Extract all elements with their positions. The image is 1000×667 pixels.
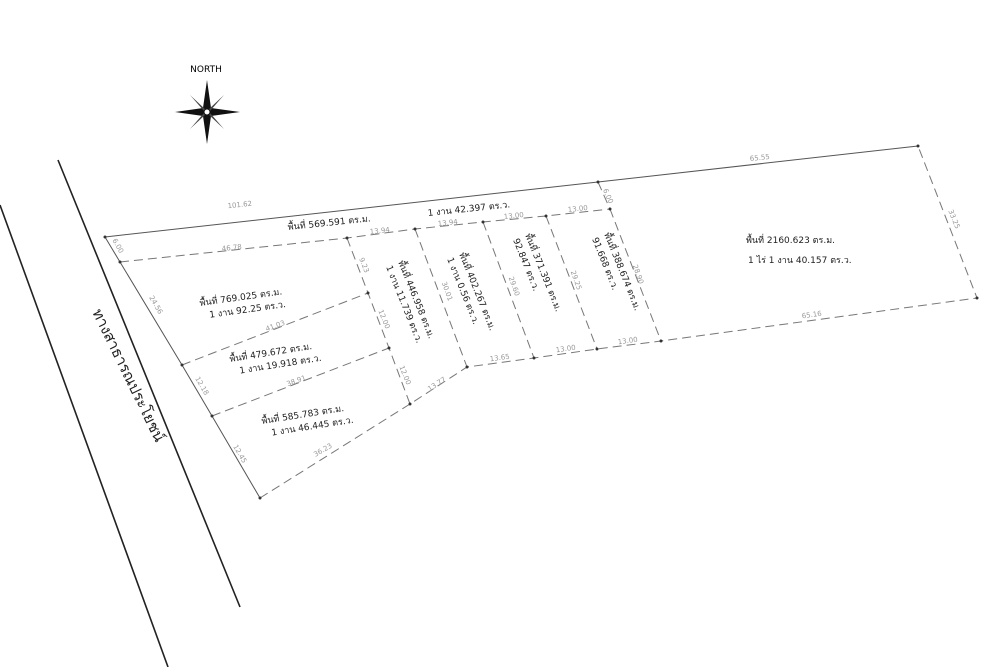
dimension-label: 28.90 <box>631 264 645 286</box>
dimension-label: 6.00 <box>110 237 125 255</box>
lot-4: พื้นที่ 446.958 ตร.ม. 1 งาน 11.739 ตร.ว. <box>383 258 438 345</box>
dimension-label: 101.62 <box>227 200 252 211</box>
lot-area-thai: 1 ไร่ 1 งาน 40.157 ตร.ว. <box>748 255 852 266</box>
lot-area-sqm: พื้นที่ 2160.623 ตร.ม. <box>746 233 835 246</box>
dimension-label: 65.16 <box>801 310 822 321</box>
north-label: NORTH <box>190 65 222 75</box>
dimension-label: 29.25 <box>569 270 583 292</box>
road-edge-west <box>0 204 169 667</box>
lot-2: พื้นที่ 479.672 ตร.ม. 1 งาน 19.918 ตร.ว. <box>228 339 322 376</box>
road-label: ทางสาธารณประโยชน์ <box>88 306 168 445</box>
dimension-label: 13.94 <box>437 218 458 228</box>
survey-markers <box>103 144 979 500</box>
dimension-label: 24.56 <box>147 294 164 316</box>
dimension-label: 41.03 <box>265 319 287 333</box>
road-edge-east <box>57 159 241 608</box>
dimension-label: 13.94 <box>369 226 390 236</box>
lot-1: พื้นที่ 769.025 ตร.ม. 1 งาน 92.25 ตร.ว. <box>199 285 287 321</box>
dimension-label: 6.00 <box>601 187 615 204</box>
lot-3: พื้นที่ 585.783 ตร.ม. 1 งาน 46.445 ตร.ว. <box>260 401 354 438</box>
dimension-label: 13.00 <box>567 204 588 214</box>
dimension-label: 36.23 <box>312 442 333 459</box>
dimension-label: 12.18 <box>193 375 210 396</box>
dimension-label: 13.00 <box>555 344 576 355</box>
dimension-label: 13.65 <box>489 353 510 364</box>
dimension-label: 46.78 <box>221 243 242 253</box>
dimension-label: 33.25 <box>946 208 961 230</box>
dimension-label: 29.60 <box>507 276 521 298</box>
dimension-label: 38.91 <box>286 374 308 388</box>
north-arrow-icon <box>175 80 240 144</box>
lot-strip: พื้นที่ 569.591 ตร.ม. 1 งาน 42.397 ตร.ว. <box>287 200 511 233</box>
lot-8: พื้นที่ 2160.623 ตร.ม. 1 ไร่ 1 งาน 40.15… <box>746 233 852 266</box>
dimension-label: 65.55 <box>749 153 770 163</box>
dimension-label: 12.00 <box>376 308 391 330</box>
dimension-label: 13.00 <box>617 336 638 347</box>
lot-area-sqm: พื้นที่ 569.591 ตร.ม. <box>287 211 371 233</box>
dimension-label: 13.00 <box>503 211 524 221</box>
dimension-label: 13.77 <box>426 376 447 394</box>
lot-area-thai: 1 งาน 42.397 ตร.ว. <box>427 200 510 219</box>
